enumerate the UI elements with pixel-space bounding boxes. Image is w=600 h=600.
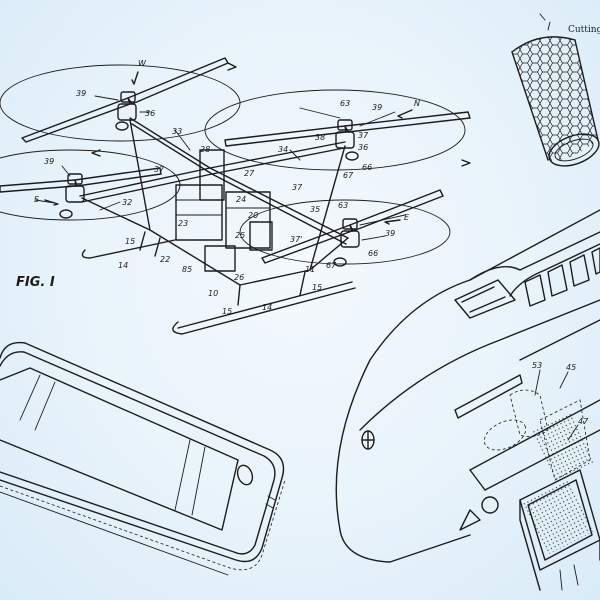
ref-number: 10 — [208, 289, 218, 298]
skid-left — [81, 239, 176, 259]
compass-n: N — [414, 99, 420, 108]
train-wheel — [481, 496, 499, 514]
ref-number: 39 — [76, 89, 86, 98]
skid-right — [172, 287, 356, 335]
ref-number: 28 — [200, 145, 210, 154]
ref-number: 37 — [154, 165, 165, 174]
blade — [349, 189, 444, 232]
ref-number: 25 — [235, 231, 245, 240]
ref-number: 37 — [358, 131, 369, 140]
cutting-mesh-drawing: Cutting — [511, 13, 600, 167]
smartphone-drawing — [0, 341, 286, 576]
phone-side-edge — [0, 479, 286, 571]
phone-screen — [0, 367, 239, 531]
frame-arm — [79, 167, 349, 239]
rotor-sweep-w — [0, 149, 181, 221]
blade — [261, 224, 353, 264]
rotor-sweep-ne — [204, 89, 466, 171]
train-nose-top — [335, 209, 600, 531]
blade — [344, 111, 471, 133]
phone-outer-edge — [0, 341, 285, 563]
ref-number: 37 — [292, 183, 303, 192]
blade — [0, 179, 77, 193]
blade — [224, 125, 347, 147]
ref-number: 22 — [160, 255, 170, 264]
ref-number: 37' — [290, 235, 302, 244]
phone-bezel — [0, 351, 276, 555]
ref-number: 66 — [362, 163, 372, 172]
ref-number: 15 — [125, 237, 135, 246]
ref-number: 36 — [145, 109, 155, 118]
ref-number: 26 — [234, 273, 244, 282]
train-window — [547, 264, 568, 297]
home-button — [236, 464, 254, 486]
ref-number: 27 — [244, 169, 255, 178]
compass-s: S — [34, 195, 39, 204]
drone-drawing: 39 36 33 28 34 38 37 63 39 36 66 67 39 3… — [0, 57, 471, 335]
ref-number: 11 — [305, 265, 315, 274]
compass-e: E — [404, 213, 410, 222]
train-nose-bottom — [339, 529, 471, 563]
ref-number: 15 — [222, 307, 232, 316]
ref-number: 14 — [118, 261, 128, 270]
ref-number: 85 — [182, 265, 192, 274]
ref-number: 32 — [122, 198, 132, 207]
bogie-plate — [519, 469, 600, 571]
ref-number: 23 — [178, 219, 188, 228]
ref-number: 34 — [278, 145, 288, 154]
motor-w — [59, 173, 85, 219]
motor-e — [333, 218, 360, 267]
train-drawing: 53 45 47 — [335, 209, 600, 591]
ref-number: 39 — [372, 103, 382, 112]
train-side-stripe — [454, 374, 523, 419]
ref-number: 45 — [566, 363, 576, 372]
motor-nw — [115, 91, 137, 131]
blade — [74, 167, 162, 187]
train-window — [591, 247, 600, 275]
train-window — [524, 274, 546, 307]
ref-number: 39 — [385, 229, 395, 238]
ref-number: 38 — [315, 133, 325, 142]
ref-number: 24 — [236, 195, 246, 204]
ref-number: 39 — [44, 157, 54, 166]
ref-number: 63 — [340, 99, 350, 108]
ref-number: 14 — [262, 303, 272, 312]
compass-w: W — [138, 59, 147, 68]
train-windshield — [454, 279, 516, 319]
ref-number: 66 — [368, 249, 378, 258]
ref-number: 53 — [532, 361, 542, 370]
ref-number: 36 — [358, 143, 368, 152]
ref-number: 47 — [578, 417, 589, 426]
ref-number: 67 — [343, 171, 354, 180]
ref-number: 15 — [312, 283, 322, 292]
ref-number: 63 — [338, 201, 348, 210]
ref-number: 20 — [248, 211, 258, 220]
blade — [21, 97, 131, 143]
internal-component — [483, 419, 527, 451]
cutting-caption: Cutting — [568, 25, 600, 35]
ref-number: 67 — [326, 261, 337, 270]
ref-number: 35 — [310, 205, 320, 214]
train-window — [569, 254, 590, 287]
ref-number: 33 — [172, 127, 182, 136]
figure-label: FIG. I — [16, 275, 55, 290]
